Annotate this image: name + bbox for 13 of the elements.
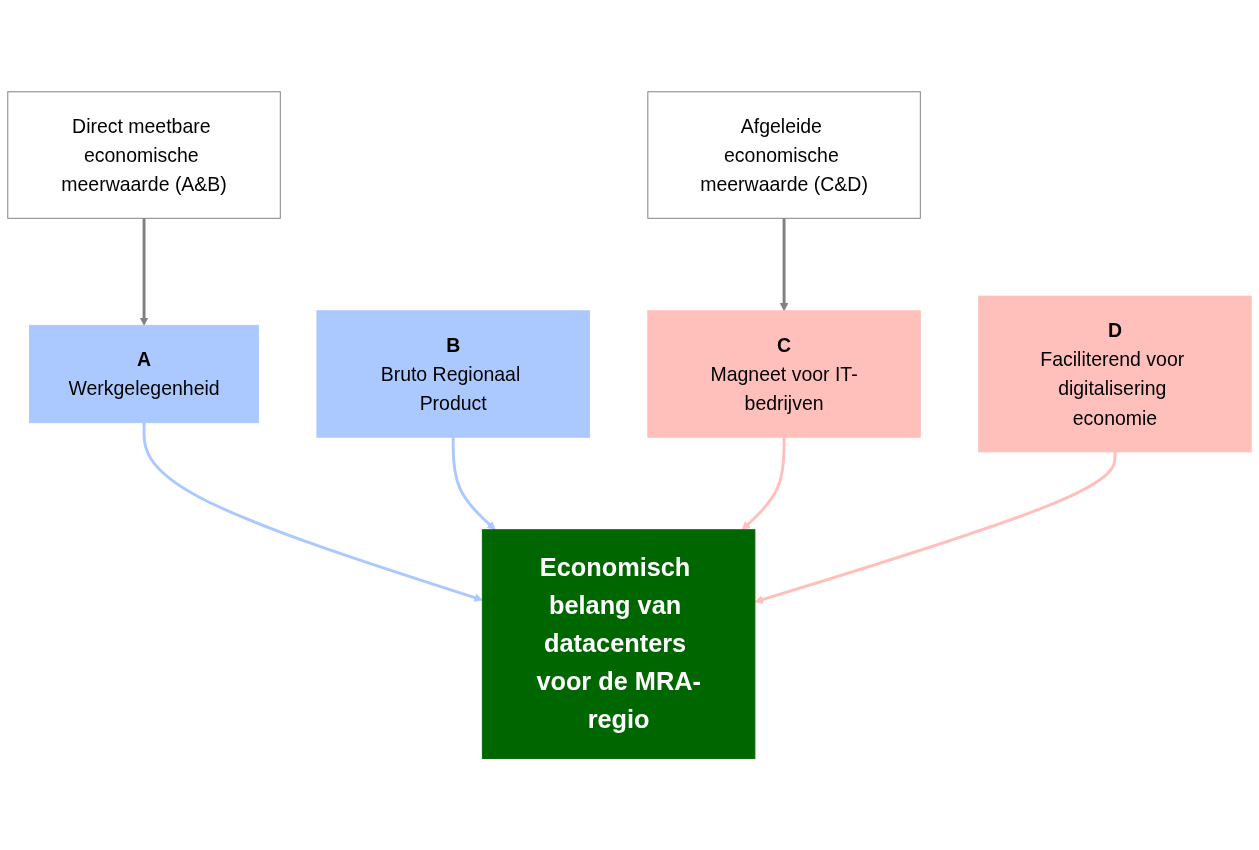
node-box: Economisch belang van datacenters voor de MRA-regio — [481, 529, 756, 759]
node-box: Afgeleide economische meerwaarde (C&D) — [647, 91, 921, 219]
arrow — [779, 218, 789, 312]
arrow — [754, 451, 1117, 604]
arrow — [741, 437, 786, 530]
node-box: D Faciliterend voor digitalisering economie — [978, 295, 1252, 453]
arrow — [451, 437, 496, 530]
node-box: B Bruto Regionaal Product — [316, 310, 590, 438]
arrow — [142, 422, 483, 602]
node-box: C Magneet voor IT-bedrijven — [647, 310, 921, 438]
node-box: A Werkgelegenheid — [29, 324, 260, 424]
node-box: Direct meetbare economische meerwaarde (A&B) — [7, 91, 281, 219]
arrow — [139, 218, 149, 326]
